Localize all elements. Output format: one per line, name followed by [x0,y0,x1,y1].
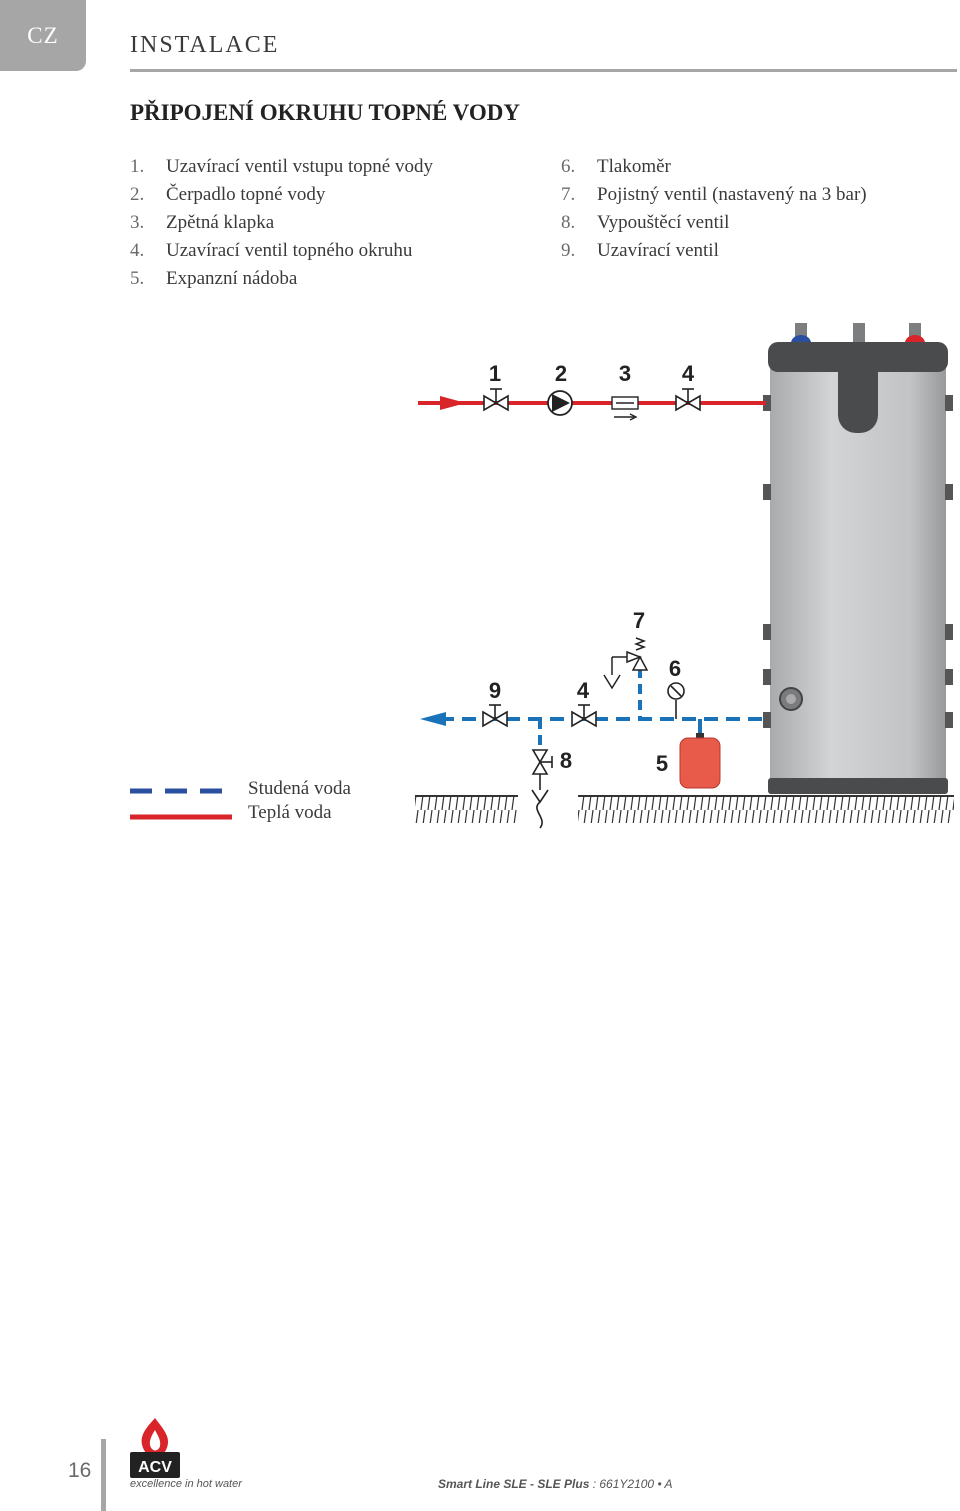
cold-water-key-label: Studená voda [248,778,351,799]
tank-base [768,778,948,794]
tank-port [763,669,771,685]
tank-port [763,484,771,500]
list-item-text: Tlakoměr [597,156,671,177]
header-rule [130,69,957,72]
label-9: 9 [489,678,501,703]
label-7: 7 [633,608,645,633]
footer-tagline: excellence in hot water [130,1478,242,1490]
label-1: 1 [489,361,501,386]
tank-port [763,624,771,640]
tank-port [945,712,953,728]
tank-port [945,484,953,500]
list-item: 8. Vypouštěcí ventil [561,209,867,237]
component-list-left: 1. Uzavírací ventil vstupu topné vody 2. Č… [130,153,433,293]
shutoff-valve-icon [571,704,597,728]
list-item-text: Zpětná klapka [166,212,275,233]
list-item-text: Čerpadlo topné vody [166,184,326,205]
language-tab: CZ [0,0,86,71]
storage-tank [763,323,953,794]
drain-valve-icon [531,749,553,829]
tank-hot-cap [905,335,925,343]
list-item-number: 9. [561,240,576,261]
list-item-number: 4. [130,240,145,261]
label-5: 5 [656,751,668,776]
footer-product: Smart Line SLE - SLE Plus : 661Y2100 • A [438,1477,673,1491]
tank-port [945,624,953,640]
list-item: 9. Uzavírací ventil [561,237,867,265]
logo-text: ACV [138,1459,172,1476]
page-number: 16 [68,1459,92,1482]
check-valve-icon [611,396,639,421]
list-item-text: Uzavírací ventil vstupu topné vody [166,156,433,177]
floor [415,795,954,823]
tank-port [763,395,771,411]
label-2: 2 [555,361,567,386]
hot-supply-line: 1 2 3 4 [418,361,766,421]
list-item-number: 3. [130,212,145,233]
list-item: 6. Tlakoměr [561,153,867,181]
label-3: 3 [619,361,631,386]
product-name: Smart Line SLE - SLE Plus [438,1477,590,1491]
label-4-top: 4 [682,361,695,386]
label-4-bottom: 4 [577,678,590,703]
tank-port [945,395,953,411]
list-item: 2. Čerpadlo topné vody [130,181,433,209]
shutoff-valve-icon [675,388,701,412]
cold-outflow-arrow-icon [420,712,446,726]
expansion-vessel-icon [679,733,721,789]
tank-port [945,669,953,685]
section-title: INSTALACE [130,32,280,58]
list-item-number: 6. [561,156,576,177]
pressure-gauge-icon [667,682,685,719]
shutoff-valve-icon [482,704,508,728]
list-item: 4. Uzavírací ventil topného okruhu [130,237,433,265]
safety-valve-icon [603,637,649,690]
list-item-text: Uzavírací ventil [597,240,719,261]
list-item-text: Vypouštěcí ventil [597,212,730,233]
list-item: 1. Uzavírací ventil vstupu topné vody [130,153,433,181]
list-item-number: 5. [130,268,145,289]
circulation-pump-icon [547,390,573,416]
product-code: : 661Y2100 • A [592,1477,673,1491]
acv-logo: ACV [130,1418,180,1478]
list-item: 3. Zpětná klapka [130,209,433,237]
tank-cold-cap [791,335,811,343]
list-item: 7. Pojistný ventil (nastavený na 3 bar) [561,181,867,209]
hot-inflow-arrow-icon [440,396,466,410]
shutoff-valve-icon [483,388,509,412]
tank-flue [838,343,878,433]
list-item-text: Uzavírací ventil topného okruhu [166,240,413,261]
list-item: 5. Expanzní nádoba [130,265,433,293]
label-6: 6 [669,656,681,681]
hot-water-key-label: Teplá voda [248,802,332,823]
tank-port [763,712,771,728]
cold-return-line: 7 6 9 4 8 5 [420,608,766,829]
installation-diagram: 1 2 3 4 [130,323,954,829]
tank-flange-center [786,694,796,704]
list-item-number: 2. [130,184,145,205]
tank-connector [853,323,865,343]
list-item-number: 7. [561,184,576,205]
component-list-right: 6. Tlakoměr 7. Pojistný ventil (nastavený … [561,153,867,265]
label-8: 8 [560,748,572,773]
list-item-number: 1. [130,156,145,177]
list-item-text: Expanzní nádoba [166,268,298,289]
page-heading: PŘIPOJENÍ OKRUHU TOPNÉ VODY [130,100,520,125]
footer-divider [101,1439,106,1511]
list-item-text: Pojistný ventil (nastavený na 3 bar) [597,184,867,205]
list-item-number: 8. [561,212,576,233]
